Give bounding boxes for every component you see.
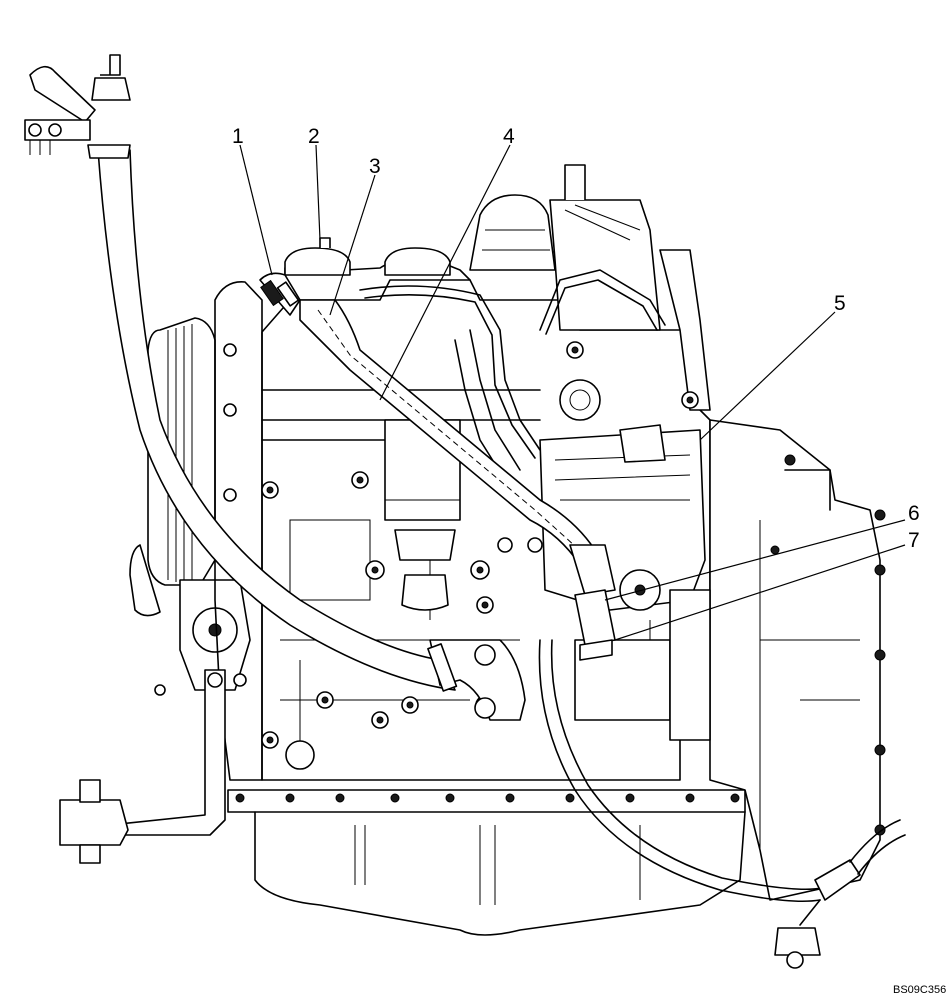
leader-2 <box>315 144 321 241</box>
callout-1: 1 <box>232 125 244 148</box>
oil-filler-cap <box>284 237 451 276</box>
drawing-code: BS09C356 <box>893 984 946 996</box>
leader-5 <box>699 311 836 441</box>
callout-5: 5 <box>834 292 846 315</box>
leader-1 <box>239 144 273 276</box>
leader-4 <box>379 144 511 401</box>
callout-7: 7 <box>908 529 920 552</box>
callout-4: 4 <box>503 125 515 148</box>
hose-elbow-fitting <box>574 589 616 661</box>
oil-pan-bolts <box>235 793 740 803</box>
flywheel-housing <box>709 419 886 901</box>
fill-neck-fitting <box>24 54 131 159</box>
leader-6 <box>604 519 906 601</box>
valve-cover-breather <box>469 164 711 411</box>
oil-pan <box>227 789 746 936</box>
callout-labels: 1 2 3 4 5 6 7 <box>232 125 920 552</box>
engine-mount-bracket <box>59 669 247 864</box>
coolant-hose-lower <box>97 149 526 721</box>
starter-motor <box>574 589 711 741</box>
timing-cover <box>214 281 263 781</box>
leader-3 <box>329 174 376 316</box>
callout-3: 3 <box>369 155 381 178</box>
callout-2: 2 <box>308 125 320 148</box>
leader-7 <box>614 544 906 641</box>
fuel-injection-lines <box>359 269 666 481</box>
drain-hose <box>538 639 906 969</box>
callout-leaders <box>239 144 906 641</box>
callout-6: 6 <box>908 502 920 525</box>
hose-clamp <box>260 279 300 307</box>
